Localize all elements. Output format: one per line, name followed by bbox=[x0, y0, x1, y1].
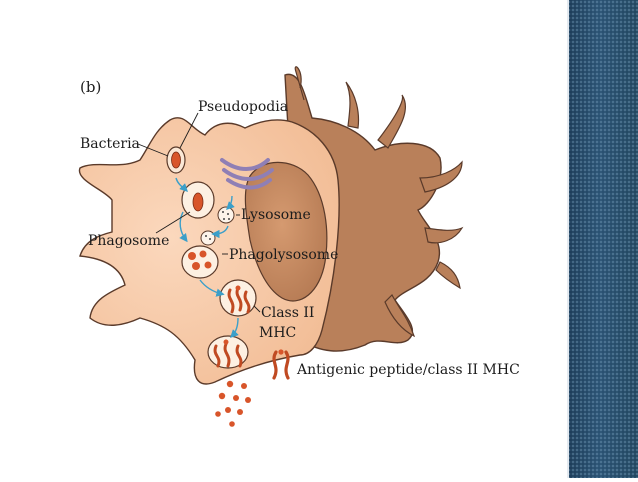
process-arrows bbox=[175, 177, 239, 338]
label-lysosome: Lysosome bbox=[241, 207, 311, 223]
leader-lines bbox=[137, 112, 261, 313]
phagolysosome bbox=[181, 245, 219, 279]
label-phagolysosome: Phagolysosome bbox=[229, 247, 338, 263]
label-mhc: MHC bbox=[259, 325, 296, 341]
mhc-vesicle bbox=[219, 279, 257, 317]
label-antigenic-peptide: Antigenic peptide/class II MHC bbox=[296, 362, 520, 378]
label-pseudopodia: Pseudopodia bbox=[198, 99, 288, 115]
lysosome bbox=[217, 206, 235, 224]
figure-label: (b) bbox=[80, 78, 101, 96]
bacteria bbox=[166, 146, 186, 174]
side-decoration-panel bbox=[567, 0, 638, 478]
phagosome bbox=[181, 181, 215, 219]
released-peptides bbox=[215, 380, 251, 427]
label-bacteria: Bacteria bbox=[80, 136, 140, 152]
fusing-lysosome bbox=[200, 230, 216, 246]
surface-mhc bbox=[272, 349, 290, 380]
side-panel-edge bbox=[567, 0, 569, 478]
nucleus bbox=[244, 161, 328, 302]
label-phagosome: Phagosome bbox=[88, 233, 169, 249]
golgi-apparatus bbox=[220, 158, 274, 190]
label-class-ii: Class II bbox=[261, 305, 314, 321]
exocytic-vesicle bbox=[207, 335, 249, 369]
